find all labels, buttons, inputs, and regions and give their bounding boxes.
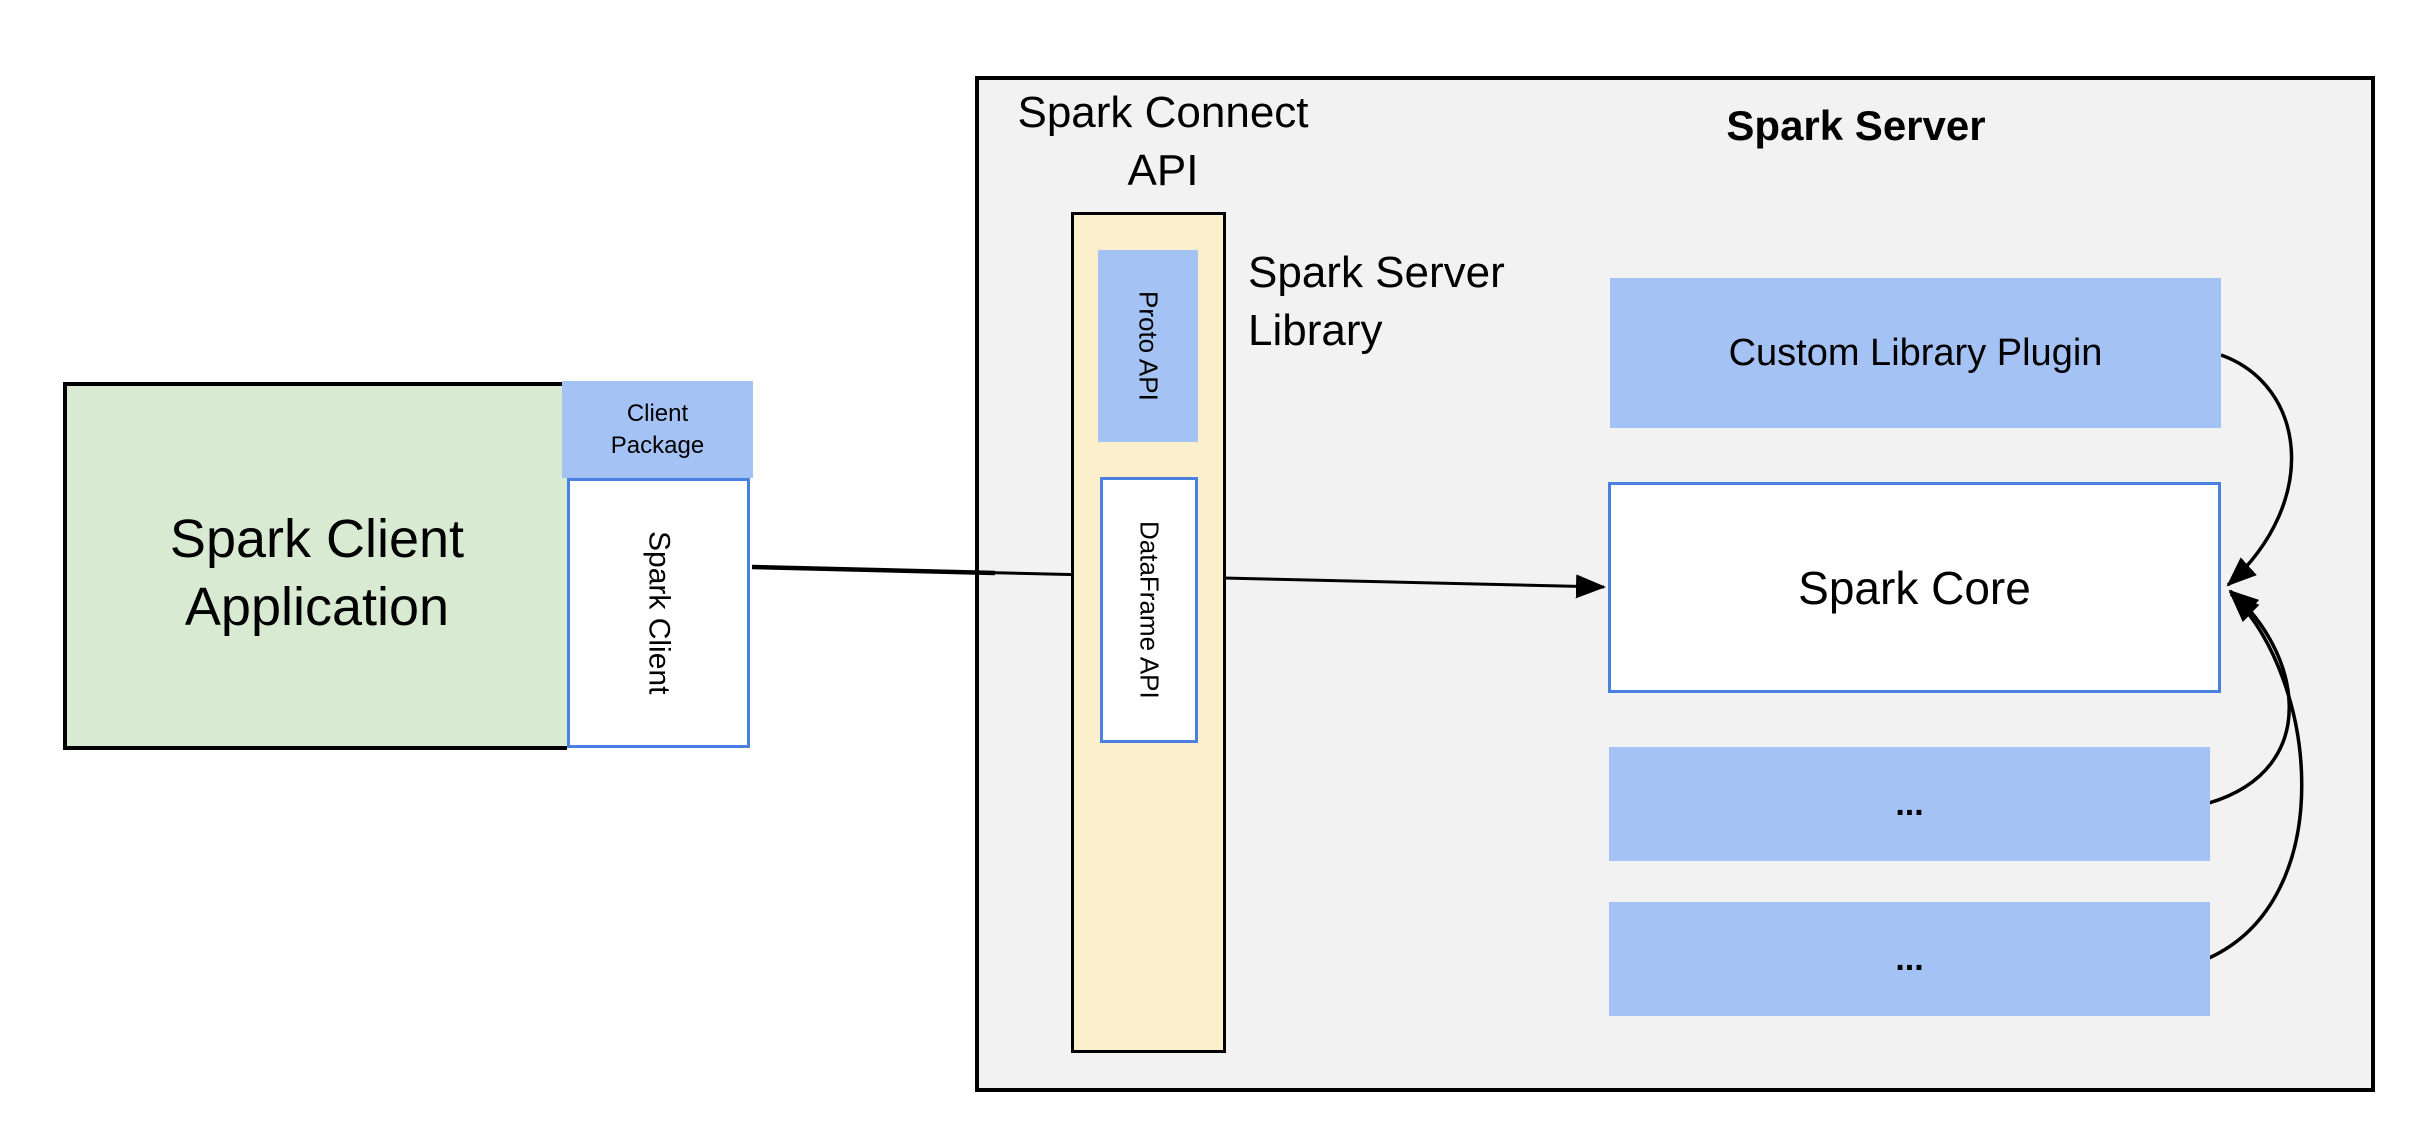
client-package-box: Client Package xyxy=(562,381,753,478)
spark-core-label: Spark Core xyxy=(1798,561,2031,614)
spark-core-box: Spark Core xyxy=(1608,482,2221,693)
spark-server-title: Spark Server xyxy=(1726,102,1986,149)
ellipsis-label-2: ... xyxy=(1895,939,1924,978)
spark-client-application-label: Spark Client Application xyxy=(169,508,465,637)
proto-api-label: Proto API xyxy=(1133,291,1164,401)
custom-library-plugin-label: Custom Library Plugin xyxy=(1728,331,2103,374)
spark-server-library-label: Spark Server Library xyxy=(1248,248,1505,356)
client-package-label: Client Package xyxy=(610,400,705,459)
ellipsis-box-1: ... xyxy=(1609,747,2210,861)
spark-server-library-box xyxy=(1071,212,1226,1053)
proto-api-box: Proto API xyxy=(1098,250,1198,442)
ellipsis-label-1: ... xyxy=(1895,784,1924,823)
spark-client-box: Spark Client xyxy=(567,478,750,748)
ellipsis-box-2: ... xyxy=(1609,902,2210,1016)
spark-connect-api-label: Spark Connect API xyxy=(1017,88,1309,196)
dataframe-api-label: DataFrame API xyxy=(1134,521,1165,699)
dataframe-api-box: DataFrame API xyxy=(1100,477,1198,743)
arrow-client-thick-segment xyxy=(751,564,996,576)
spark-client-label: Spark Client xyxy=(642,531,676,695)
custom-library-plugin-box: Custom Library Plugin xyxy=(1610,278,2221,428)
spark-client-application-box: Spark Client Application xyxy=(63,382,567,750)
